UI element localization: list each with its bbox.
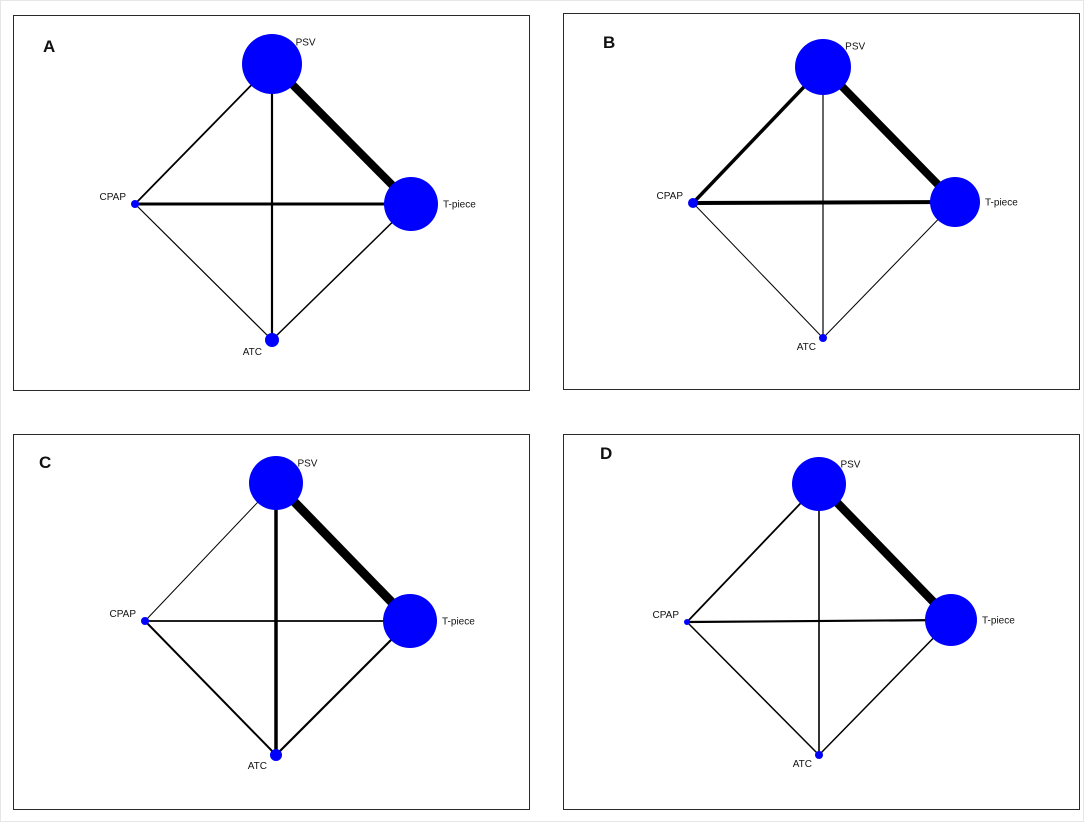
panel-letter: B (603, 33, 616, 52)
node-t-piece (383, 594, 437, 648)
edge-psv-cpap (134, 63, 273, 205)
edge-t-piece-atc (275, 620, 411, 756)
edge-cpap-atc (134, 203, 273, 341)
edge-psv-cpap (691, 65, 825, 205)
node-t-piece (930, 177, 980, 227)
edge-cpap-atc (144, 620, 277, 756)
node-cpap (684, 619, 690, 625)
node-label-psv: PSV (840, 459, 860, 470)
node-label-cpap: CPAP (653, 610, 680, 621)
node-atc (265, 333, 279, 347)
node-psv (249, 456, 303, 510)
panel-letter: A (43, 37, 56, 56)
edge-cpap-atc (686, 621, 820, 756)
node-label-cpap: CPAP (657, 191, 684, 202)
edge-cpap-atc (692, 202, 824, 339)
node-label-cpap: CPAP (100, 192, 127, 203)
panel-letter: D (600, 444, 613, 463)
node-cpap (688, 198, 698, 208)
edge-cpap-t-piece (686, 618, 952, 624)
node-label-t-piece: T-piece (982, 616, 1015, 627)
node-label-t-piece: T-piece (442, 617, 475, 628)
node-label-cpap: CPAP (110, 609, 137, 620)
edge-psv-t-piece (820, 64, 958, 205)
node-label-t-piece: T-piece (985, 198, 1018, 209)
edge-cpap-t-piece (692, 200, 956, 205)
edge-t-piece-atc (822, 201, 956, 339)
node-psv (242, 34, 302, 94)
panel-letter: C (39, 453, 52, 472)
node-cpap (141, 617, 149, 625)
node-label-psv: PSV (297, 458, 317, 469)
node-atc (815, 751, 823, 759)
node-atc (270, 749, 282, 761)
edge-psv-cpap (144, 482, 277, 622)
node-atc (819, 334, 827, 342)
node-label-psv: PSV (845, 42, 865, 53)
node-psv (792, 457, 846, 511)
node-t-piece (384, 177, 438, 231)
edge-t-piece-atc (818, 619, 952, 756)
node-label-atc: ATC (797, 342, 816, 353)
edge-psv-cpap (686, 483, 820, 623)
node-cpap (131, 200, 139, 208)
edge-t-piece-atc (271, 203, 412, 341)
node-label-atc: ATC (793, 759, 812, 770)
node-label-atc: ATC (243, 347, 262, 358)
node-psv (795, 39, 851, 95)
node-label-psv: PSV (296, 37, 316, 48)
edge-psv-t-piece (815, 481, 955, 623)
node-t-piece (925, 594, 977, 646)
edge-psv-t-piece (269, 61, 414, 207)
node-label-atc: ATC (248, 761, 267, 772)
edge-psv-t-piece (272, 479, 414, 625)
node-label-t-piece: T-piece (443, 200, 476, 211)
